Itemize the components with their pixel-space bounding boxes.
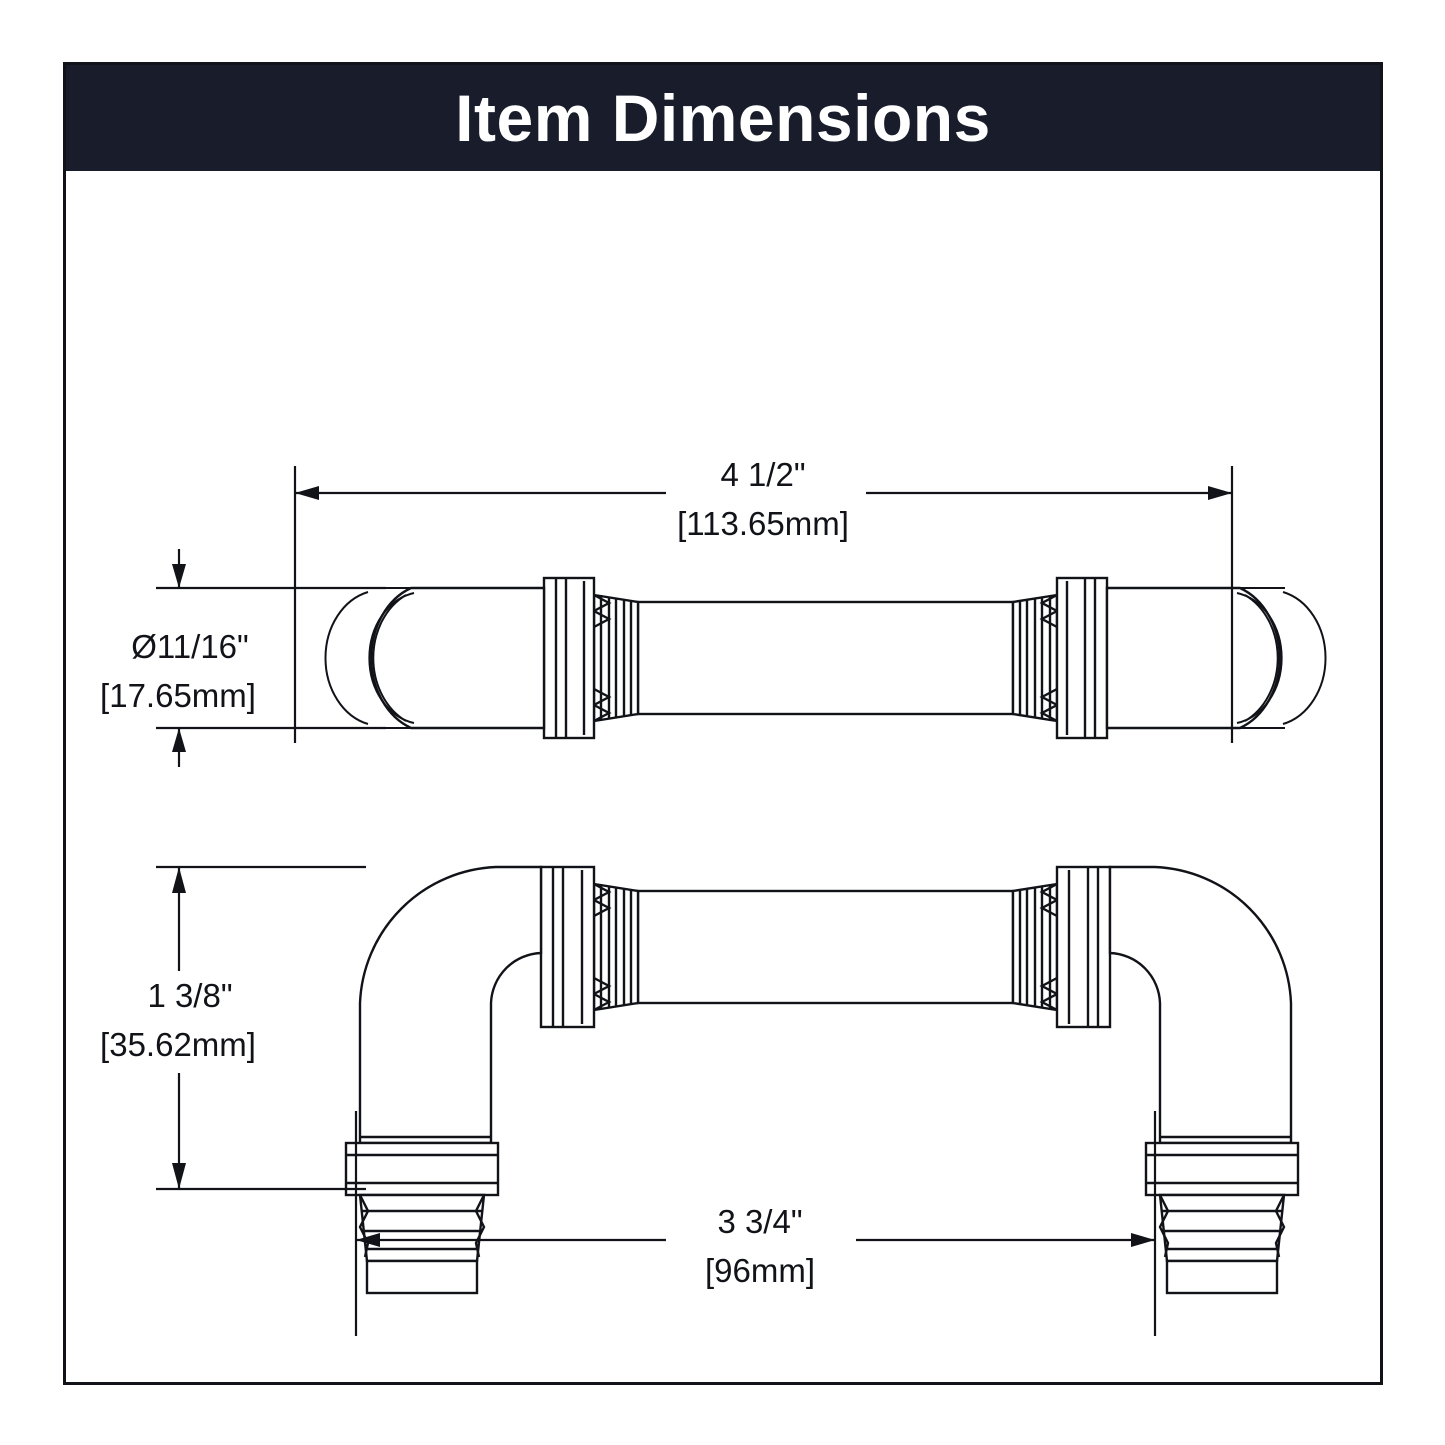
- front-view-left-foot: [344, 1141, 500, 1197]
- top-view-group: [324, 576, 1327, 740]
- overall-length-imperial: 4 1/2": [720, 456, 805, 493]
- arrowhead-up: [172, 867, 186, 893]
- arrowhead-up: [172, 728, 186, 752]
- arrowhead-down: [172, 1163, 186, 1189]
- top-view-left-threads: [591, 593, 640, 723]
- front-view-left-foot-base: [365, 1259, 479, 1295]
- front-view-left-threads: [591, 882, 640, 1012]
- dimension-projection: 1 3/8" [35.62mm]: [92, 865, 366, 1191]
- front-view-left-foot-threads: [358, 1193, 486, 1263]
- top-view-right-collar: [1055, 576, 1109, 740]
- front-view-group: [344, 865, 1015, 1295]
- top-view-left-collar: [542, 576, 596, 740]
- dimension-diameter: Ø11/16" [17.65mm]: [100, 549, 386, 767]
- center-to-center-metric: [96mm]: [705, 1252, 815, 1289]
- drawing-sheet: Item Dimensions: [63, 62, 1383, 1385]
- top-view-center-bar: [636, 600, 1015, 716]
- title-bar: Item Dimensions: [66, 65, 1380, 171]
- page-title: Item Dimensions: [455, 81, 991, 155]
- projection-metric: [35.62mm]: [100, 1026, 256, 1063]
- arrowhead-down: [172, 564, 186, 588]
- drawing-canvas: 4 1/2" [113.65mm] Ø11/16" [17.65mm]: [66, 171, 1380, 1382]
- arrowhead-right: [1131, 1233, 1155, 1247]
- arrowhead-left: [295, 486, 319, 500]
- top-view-left-cap: [324, 586, 546, 730]
- dimension-overall-length: 4 1/2" [113.65mm]: [293, 456, 1234, 743]
- projection-imperial: 1 3/8": [147, 977, 232, 1014]
- arrowhead-left: [356, 1233, 380, 1247]
- front-view-right-foot: [1144, 1141, 1300, 1197]
- front-view-right-threads: [1011, 882, 1060, 1012]
- front-view-right-foot-threads: [1158, 1193, 1286, 1263]
- dimension-center-to-center: 3 3/4" [96mm]: [354, 1111, 1157, 1336]
- front-view-right-group: [1011, 865, 1300, 1295]
- front-view-left-elbow: [358, 865, 543, 1145]
- front-view-right-collar: [1055, 865, 1112, 1029]
- overall-length-metric: [113.65mm]: [677, 505, 849, 542]
- diameter-imperial: Ø11/16": [131, 628, 249, 665]
- top-view-right-cap: [1105, 586, 1327, 730]
- technical-drawing-svg: 4 1/2" [113.65mm] Ø11/16" [17.65mm]: [92, 456, 1327, 1336]
- diameter-metric: [17.65mm]: [100, 677, 256, 714]
- front-view-right-elbow: [1108, 865, 1293, 1145]
- front-view-center-bar: [636, 889, 1015, 1005]
- front-view-right-foot-base: [1165, 1259, 1279, 1295]
- top-view-right-threads: [1011, 593, 1060, 723]
- center-to-center-imperial: 3 3/4": [717, 1203, 802, 1240]
- arrowhead-right: [1208, 486, 1232, 500]
- front-view-left-collar: [539, 865, 596, 1029]
